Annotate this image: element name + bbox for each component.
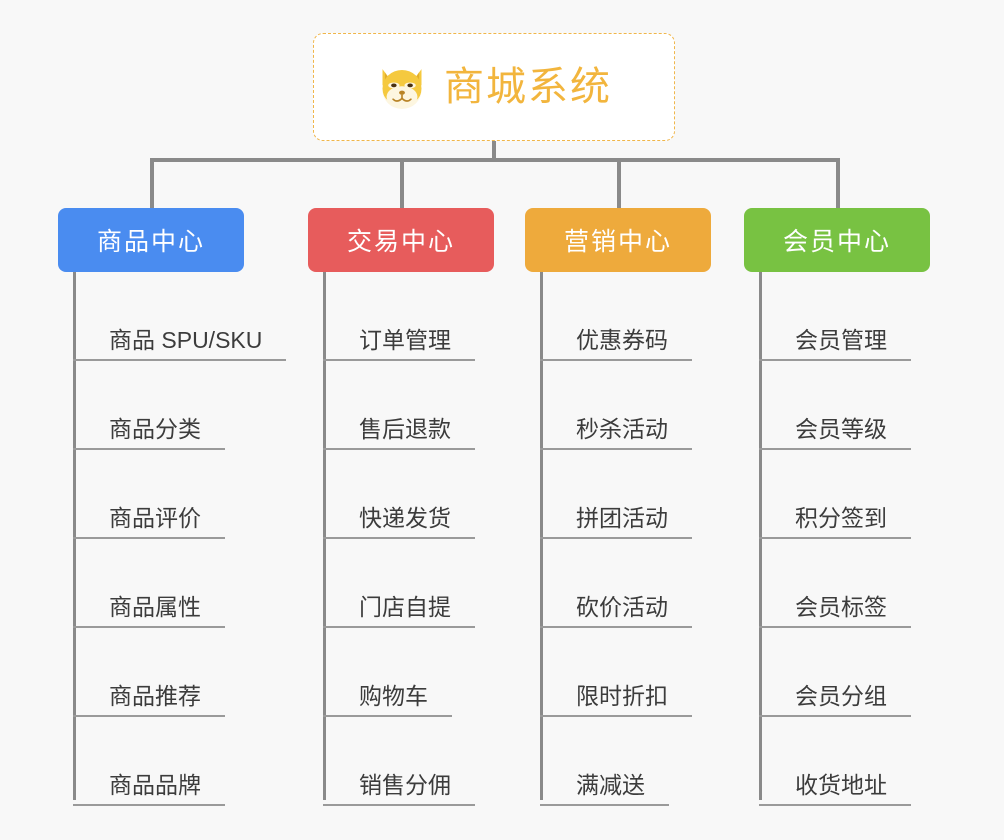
leaf-underline: 会员等级	[759, 415, 911, 450]
column-spine	[759, 272, 762, 800]
leaf-label: 销售分佣	[359, 771, 451, 798]
leaf-underline: 快递发货	[323, 504, 475, 539]
connector-drop-product-center	[150, 158, 154, 210]
connector-drop-marketing-center	[617, 158, 621, 210]
leaf-underline: 拼团活动	[540, 504, 692, 539]
leaf-underline: 订单管理	[323, 326, 475, 361]
connector-drop-trade-center	[400, 158, 404, 210]
leaf-underline: 商品分类	[73, 415, 225, 450]
category-title: 交易中心	[346, 228, 455, 256]
leaf-underline: 优惠券码	[540, 326, 692, 361]
leaf-underline: 限时折扣	[540, 682, 692, 717]
leaf-label: 砍价活动	[576, 593, 668, 620]
leaf-label: 商品评价	[109, 504, 201, 531]
leaf-label: 秒杀活动	[576, 415, 668, 442]
leaf-label: 满减送	[576, 771, 645, 798]
column-spine	[540, 272, 543, 800]
connector-drop-member-center	[836, 158, 840, 210]
shiba-dog-face-icon	[376, 61, 428, 113]
leaf-label: 会员管理	[795, 326, 887, 353]
category-header-marketing-center[interactable]: 营销中心	[525, 208, 711, 272]
root-node[interactable]: 商城系统	[313, 33, 675, 141]
leaf-label: 优惠券码	[576, 326, 668, 353]
leaf-underline: 满减送	[540, 771, 669, 806]
leaf-label: 限时折扣	[576, 682, 668, 709]
leaf-label: 商品属性	[109, 593, 201, 620]
leaf-underline: 秒杀活动	[540, 415, 692, 450]
column-spine	[73, 272, 76, 800]
leaf-label: 拼团活动	[576, 504, 668, 531]
category-title: 商品中心	[96, 228, 205, 256]
leaf-label: 商品 SPU/SKU	[109, 326, 263, 353]
leaf-underline: 销售分佣	[323, 771, 475, 806]
category-title: 会员中心	[782, 228, 891, 256]
leaf-underline: 商品评价	[73, 504, 225, 539]
leaf-label: 会员分组	[795, 682, 887, 709]
leaf-label: 会员标签	[795, 593, 887, 620]
leaf-label: 收货地址	[795, 771, 887, 798]
connector-bus	[150, 158, 840, 162]
leaf-underline: 商品 SPU/SKU	[73, 326, 287, 361]
leaf-label: 商品品牌	[109, 771, 201, 798]
leaf-underline: 砍价活动	[540, 593, 692, 628]
leaf-underline: 商品推荐	[73, 682, 225, 717]
leaf-underline: 商品品牌	[73, 771, 225, 806]
leaf-underline: 积分签到	[759, 504, 911, 539]
leaf-label: 会员等级	[795, 415, 887, 442]
root-title: 商城系统	[444, 65, 612, 109]
leaf-label: 购物车	[359, 682, 428, 709]
leaf-underline: 收货地址	[759, 771, 911, 806]
leaf-label: 快递发货	[359, 504, 451, 531]
leaf-underline: 购物车	[323, 682, 452, 717]
leaf-underline: 会员分组	[759, 682, 911, 717]
leaf-label: 售后退款	[359, 415, 451, 442]
leaf-underline: 售后退款	[323, 415, 475, 450]
leaf-underline: 会员标签	[759, 593, 911, 628]
category-title: 营销中心	[563, 228, 672, 256]
leaf-label: 订单管理	[359, 326, 451, 353]
leaf-underline: 会员管理	[759, 326, 911, 361]
category-header-product-center[interactable]: 商品中心	[58, 208, 244, 272]
column-spine	[323, 272, 326, 800]
category-header-trade-center[interactable]: 交易中心	[308, 208, 494, 272]
leaf-label: 门店自提	[359, 593, 451, 620]
connector-root-stem	[492, 141, 496, 162]
leaf-label: 商品分类	[109, 415, 201, 442]
leaf-underline: 门店自提	[323, 593, 475, 628]
leaf-label: 商品推荐	[109, 682, 201, 709]
category-header-member-center[interactable]: 会员中心	[744, 208, 930, 272]
leaf-underline: 商品属性	[73, 593, 225, 628]
leaf-label: 积分签到	[795, 504, 887, 531]
